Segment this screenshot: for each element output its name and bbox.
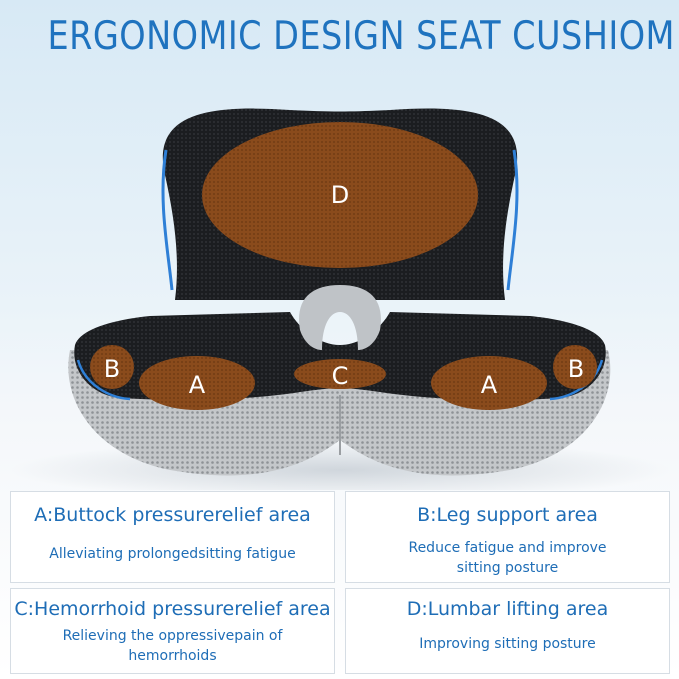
panel-heading: B:Leg support area (417, 504, 598, 526)
panel-description: Reduce fatigue and improve sitting postu… (408, 540, 607, 576)
panel-leg-support: B:Leg support area Reduce fatigue and im… (345, 491, 670, 583)
backrest-edge-right (506, 149, 519, 291)
coccyx-cutout (299, 285, 381, 350)
backrest-edge-left (161, 149, 174, 291)
zone-a-left-label: A (189, 371, 206, 399)
seat-rim-right (549, 359, 604, 401)
zone-d-label: D (331, 181, 349, 209)
zone-a-right-label: A (481, 371, 498, 399)
zone-a-left (139, 356, 255, 410)
panel-lumbar-lifting: D:Lumbar lifting area Improving sitting … (345, 588, 670, 674)
zone-c-label: C (332, 362, 349, 390)
zone-a-right (431, 356, 547, 410)
panel-description: Alleviating prolongedsitting fatigue (49, 546, 296, 562)
panel-hemorrhoid-relief: C:Hemorrhoid pressurerelief area Relievi… (10, 588, 335, 674)
zone-c (294, 359, 386, 389)
zone-b-right-label: B (568, 355, 584, 383)
panel-description: Relieving the oppressivepain of hemorrho… (62, 628, 283, 664)
seat-cushion-illustration: D A A C B B (10, 108, 670, 490)
panel-heading: D:Lumbar lifting area (406, 598, 609, 620)
zone-b-left-label: B (104, 355, 120, 383)
panel-heading: A:Buttock pressurerelief area (34, 504, 311, 526)
zone-d (202, 122, 478, 268)
zone-b-left (90, 345, 134, 389)
panel-heading: C:Hemorrhoid pressurerelief area (14, 598, 331, 620)
panel-description: Improving sitting posture (419, 636, 596, 652)
zone-b-right (553, 345, 597, 389)
page-title: ERGONOMIC DESIGN SEAT CUSHIOM (47, 14, 675, 59)
panel-buttock-relief: A:Buttock pressurerelief area Alleviatin… (10, 491, 335, 583)
seat-rim-left (76, 359, 131, 401)
